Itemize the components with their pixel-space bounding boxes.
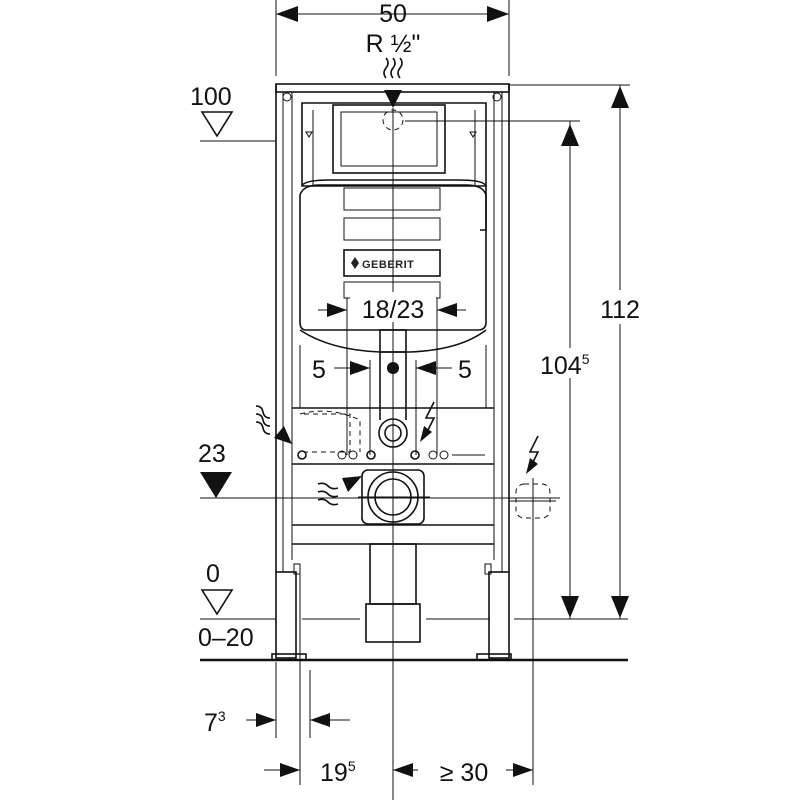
- axis-19-label: 195: [320, 758, 356, 787]
- arrow-down-icon: [561, 596, 579, 618]
- leg-7-label: 73: [204, 708, 226, 737]
- level-triangle-icon: [200, 589, 234, 616]
- level-solid-triangle-icon: [200, 472, 232, 498]
- axis-19-base: 19: [320, 759, 348, 787]
- offset-dimensions: 5 5: [312, 356, 472, 455]
- floor-range-label: 0–20: [198, 624, 254, 652]
- arrow-left-icon: [310, 713, 330, 727]
- height-104-dimension: 1045: [405, 120, 604, 619]
- arrow-right-icon: [327, 303, 347, 317]
- arrow-left-icon: [393, 763, 413, 777]
- height-104-sup: 5: [582, 351, 590, 367]
- height-104-label: 1045: [540, 351, 590, 380]
- arrow-left-icon: [416, 361, 436, 375]
- logo-text: GEBERIT: [362, 259, 414, 271]
- brand-logo: [343, 249, 441, 277]
- axis-19-dimension: 195: [264, 574, 418, 787]
- floor-lines: [200, 618, 628, 662]
- water-symbol-drain: [317, 476, 362, 506]
- water-wave-icon: [317, 482, 339, 506]
- pipe-width-dimension: 18/23: [318, 292, 466, 455]
- height-112-label: 112: [600, 296, 640, 324]
- level-23-marker: 23: [198, 440, 560, 499]
- height-104-base: 104: [540, 352, 582, 380]
- installation-frame: [271, 83, 512, 661]
- arrow-right-icon: [350, 361, 370, 375]
- leg-7-base: 7: [204, 709, 218, 737]
- water-wave-icon: [383, 57, 403, 79]
- arrow-up-icon: [611, 86, 629, 108]
- arrow-icon: [342, 476, 362, 492]
- flush-pipe: [299, 329, 408, 453]
- arrow-right-icon: [256, 713, 276, 727]
- level-100-marker: 100: [190, 83, 276, 142]
- geberit-logo-icon: [351, 257, 359, 269]
- axis-19-sup: 5: [348, 758, 356, 774]
- offset-right-label: 5: [458, 356, 472, 384]
- arrow-right-icon: [513, 763, 533, 777]
- lightning-icon: [424, 401, 436, 435]
- leg-7-dimension: 73: [204, 662, 350, 738]
- arrow-icon: [420, 426, 432, 442]
- level-0-marker: 0 0–20: [198, 560, 254, 652]
- level-0-label: 0: [206, 560, 220, 588]
- water-inlet: R ½": [366, 30, 421, 800]
- electric-symbol-center: [420, 401, 436, 442]
- offset-left-label: 5: [312, 356, 326, 384]
- water-wave-icon: [255, 405, 271, 435]
- electrical-box: [510, 478, 556, 524]
- width-label: 50: [379, 0, 407, 28]
- arrow-right-icon: [487, 6, 509, 22]
- height-112-dimension: 112: [510, 84, 648, 619]
- pipe-width-label: 18/23: [362, 296, 425, 324]
- drain-bend: [358, 466, 430, 643]
- arrow-icon: [526, 458, 538, 474]
- arrow-left-icon: [276, 6, 298, 22]
- arrow-left-icon: [437, 303, 457, 317]
- width-dimension: 50: [275, 0, 510, 76]
- level-triangle-icon: [200, 111, 234, 138]
- water-symbol-left: [255, 405, 292, 444]
- inlet-arrow-icon: [384, 90, 402, 108]
- flush-opening: [332, 104, 446, 174]
- leg-7-sup: 3: [218, 708, 226, 724]
- arrow-icon: [274, 426, 292, 444]
- cistern: GEBERIT: [299, 102, 487, 408]
- arrow-down-icon: [611, 596, 629, 618]
- min-30-dimension: ≥ 30: [440, 759, 533, 787]
- level-23-label: 23: [198, 440, 226, 468]
- min-30-label: ≥ 30: [440, 759, 488, 787]
- thread-label: R ½": [366, 30, 421, 58]
- lightning-icon: [528, 435, 540, 469]
- arrow-right-icon: [280, 763, 300, 777]
- level-100-label: 100: [190, 83, 232, 111]
- electric-symbol-right: [510, 435, 556, 785]
- mounting-bolts: [297, 450, 485, 460]
- arrow-up-icon: [561, 124, 579, 146]
